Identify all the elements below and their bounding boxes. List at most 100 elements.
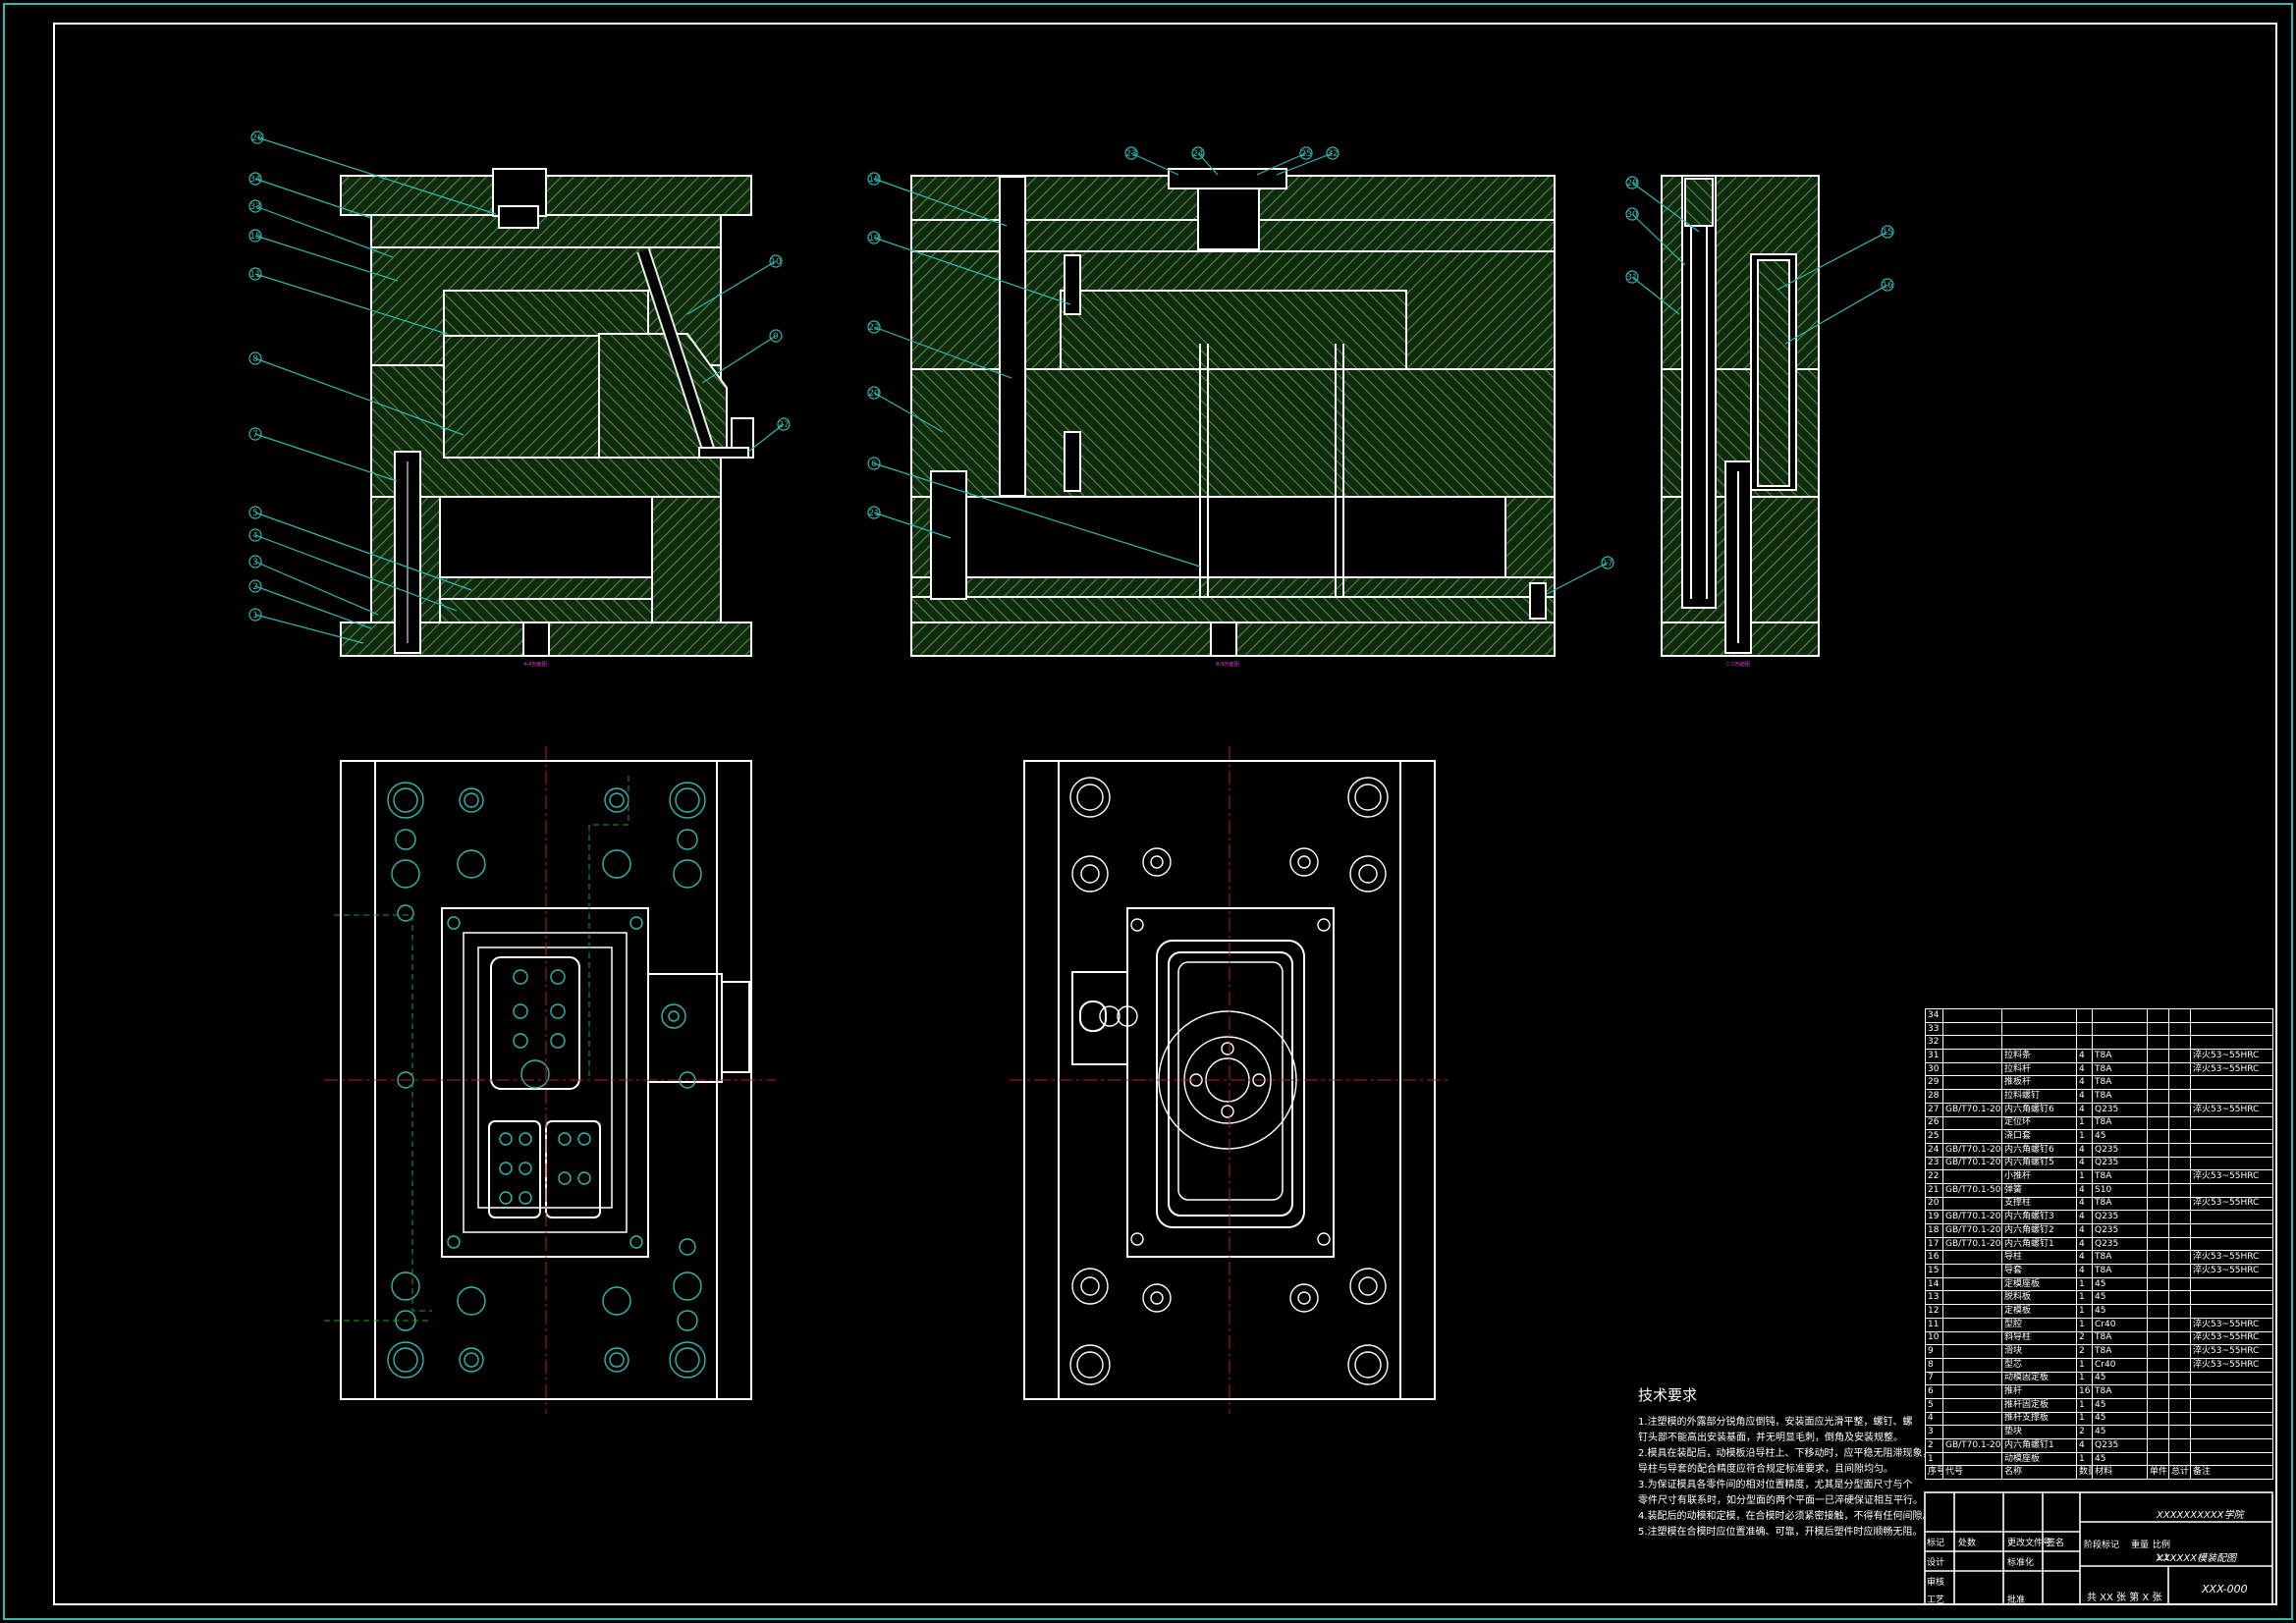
section-view-middle	[910, 168, 1556, 657]
balloon: 4	[252, 531, 258, 541]
bom-cell-name: 推杆支撑板	[2001, 1411, 2077, 1427]
bom-cell-qty: 4	[2076, 1061, 2093, 1077]
bom-cell-mat: T8A	[2092, 1115, 2148, 1131]
bom-cell-name: 垫块	[2001, 1425, 2077, 1439]
bom-cell-note: 淬火53~55HRC	[2190, 1169, 2273, 1184]
bom-cell-no: 32	[1925, 1035, 1943, 1051]
bom-cell-mat: T8A	[2092, 1061, 2148, 1077]
bom-cell-mat: 45	[2092, 1129, 2148, 1144]
bom-cell-name: 型芯	[2001, 1357, 2077, 1373]
bom-cell-note	[2190, 1129, 2273, 1144]
bom-cell-mat: Cr40	[2092, 1357, 2148, 1373]
bom-cell-t	[2168, 1008, 2191, 1023]
bom-cell-qty: 1	[2076, 1357, 2093, 1373]
tech-line: 1.注塑模的外露部分锐角应倒钝，安装面应光滑平整，螺钉、螺	[1638, 1417, 1913, 1428]
weight-label: 重量	[2131, 1541, 2150, 1550]
bom-cell-w	[2147, 1304, 2169, 1319]
bom-cell-t	[2168, 1344, 2191, 1359]
bom-cell-no: 11	[1925, 1317, 1943, 1332]
bom-cell-name: 定模座板	[2001, 1276, 2077, 1292]
bom-cell-qty: 4	[2076, 1438, 2093, 1453]
bom-cell-name: 内六角螺钉1	[2001, 1438, 2077, 1453]
tech-line: 零件尺寸有联系时，如分型面的两个平面一已淬硬保证相互平行。	[1638, 1495, 1923, 1506]
bom-cell-w	[2147, 1344, 2169, 1359]
plan-view-fixed-half	[324, 746, 776, 1414]
stage-label: 阶段标记	[2084, 1541, 2120, 1550]
bom-cell-no: 31	[1925, 1049, 1943, 1063]
bom-cell-mat	[2092, 1021, 2148, 1037]
section-view-left	[340, 168, 754, 657]
bom-cell-mat: 45	[2092, 1411, 2148, 1427]
bom-header-row: 序号 代号 名称 数量 材料 单件 总计 备注	[1925, 1465, 2273, 1481]
bom-cell-qty: 2	[2076, 1344, 2093, 1359]
scale-value: 1:1	[2156, 1553, 2170, 1563]
bom-cell-code	[1942, 1061, 2002, 1077]
bom-cell-name: 小推杆	[2001, 1169, 2077, 1184]
bom-cell-t	[2168, 1290, 2191, 1306]
bom-cell-code	[1942, 1411, 2002, 1427]
bom-cell-name: 定模板	[2001, 1304, 2077, 1319]
balloon: 27	[778, 420, 789, 430]
bom-cell-qty: 4	[2076, 1264, 2093, 1278]
bom-cell-mat: T8A	[2092, 1264, 2148, 1278]
tech-line: 5.注塑模在合模时应位置准确、可靠，开模后塑件时应顺畅无阻。	[1638, 1527, 1923, 1538]
bom-cell-code	[1942, 1075, 2002, 1091]
bom-cell-mat: Q235	[2092, 1223, 2148, 1238]
bom-cell-w	[2147, 1425, 2169, 1439]
bom-cell-code: GB/T70.1-2000	[1942, 1210, 2002, 1224]
school-name: XXXXXXXXXX学院	[2157, 1510, 2244, 1521]
bom-cell-code	[1942, 1264, 2002, 1278]
bom-cell-qty: 1	[2076, 1371, 2093, 1386]
bom-cell-note	[2190, 1451, 2273, 1467]
plan-view-moving-half	[1010, 746, 1451, 1414]
bom-cell-note: 淬火53~55HRC	[2190, 1250, 2273, 1266]
bom-cell-qty: 4	[2076, 1196, 2093, 1212]
bom-cell-note	[2190, 1035, 2273, 1051]
bom-cell-note	[2190, 1290, 2273, 1306]
section-view-middle-balloons: 18 19 22 20 6 21 23 24 25 32 17	[867, 146, 1614, 569]
bom-cell-code	[1942, 1344, 2002, 1359]
bom-cell-w	[2147, 1397, 2169, 1413]
bom-cell-w	[2147, 1451, 2169, 1467]
bom-cell-note: 淬火53~55HRC	[2190, 1102, 2273, 1117]
bom-cell-mat: T8A	[2092, 1089, 2148, 1104]
bom-cell-name: 推杆	[2001, 1384, 2077, 1399]
bom-cell-t	[2168, 1142, 2191, 1158]
bom-cell-note	[2190, 1223, 2273, 1238]
tb-row-label: 处数	[1958, 1539, 1977, 1548]
bom-cell-no: 24	[1925, 1142, 1943, 1158]
bom-cell-mat: 45	[2092, 1451, 2148, 1467]
bom-cell-t	[2168, 1129, 2191, 1144]
bom-cell-no: 12	[1925, 1304, 1943, 1319]
bom-cell-w	[2147, 1223, 2169, 1238]
bom-cell-qty: 4	[2076, 1102, 2093, 1117]
bom-cell-mat: Q235	[2092, 1102, 2148, 1117]
bom-cell-mat: Q235	[2092, 1156, 2148, 1171]
bom-cell-name	[2001, 1035, 2077, 1051]
bom-cell-no: 10	[1925, 1330, 1943, 1346]
bom-cell-mat: T8A	[2092, 1250, 2148, 1266]
bom-cell-t	[2168, 1115, 2191, 1131]
bom-cell-mat: 45	[2092, 1397, 2148, 1413]
bom-cell-qty: 1	[2076, 1276, 2093, 1292]
balloon: 18	[868, 175, 880, 185]
bom-cell-note	[2190, 1182, 2273, 1198]
bom-cell-mat: 45	[2092, 1371, 2148, 1386]
bom-header-material: 材料	[2092, 1465, 2148, 1481]
bom-cell-qty: 1	[2076, 1290, 2093, 1306]
bom-cell-code	[1942, 1317, 2002, 1332]
balloon: 5	[252, 509, 258, 518]
bom-cell-w	[2147, 1264, 2169, 1278]
bom-cell-note	[2190, 1075, 2273, 1091]
bom-cell-mat: T8A	[2092, 1384, 2148, 1399]
bom-cell-code	[1942, 1049, 2002, 1063]
inner-frame	[53, 23, 2277, 1605]
